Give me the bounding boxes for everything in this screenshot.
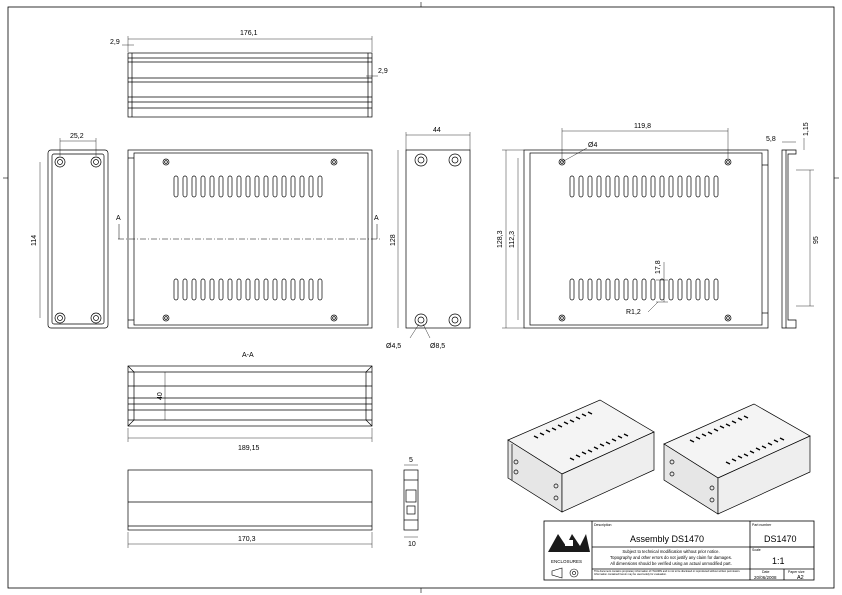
date-value: 20/06/2008: [754, 575, 777, 580]
projection-symbol-icon: [551, 567, 579, 579]
format-label: Paper size: [788, 570, 805, 574]
dim-side-hole-large: Ø8,5: [430, 343, 445, 350]
bottom-view: [127, 469, 373, 548]
dim-profile-height: 95: [813, 236, 820, 244]
dim-bottom-length: 170,3: [238, 536, 256, 543]
part-number-label: Part number: [752, 523, 772, 527]
section-mark-right: A: [374, 215, 379, 222]
dim-section-height: 40: [157, 392, 164, 400]
dim-panel-hole: Ø4: [588, 142, 597, 149]
section-view: [127, 365, 373, 442]
dim-panel-slot-height: 17,8: [655, 260, 662, 274]
isometric-view-open: [507, 399, 655, 513]
dim-profile-thickness: 5,8: [766, 136, 776, 143]
confidential-notice: This document contains proprietary infor…: [594, 570, 741, 576]
logo-text: ENCLOSURES: [551, 559, 582, 564]
section-mark-left: A: [116, 215, 121, 222]
dim-side-width: 44: [433, 127, 441, 134]
side-view: [397, 132, 471, 339]
dim-side-height: 128: [390, 234, 397, 246]
drawing-title: Assembly DS1470: [630, 534, 704, 544]
date-label: Date: [762, 570, 769, 574]
notice-line-2: Topography and other errors do not justi…: [610, 555, 732, 560]
dim-end-height: 114: [31, 235, 38, 246]
clip-view: [403, 464, 419, 538]
dim-clip-top: 5: [409, 457, 413, 464]
dim-panel-height-outer: 128,3: [497, 230, 504, 248]
dim-panel-radius: R1,2: [626, 309, 641, 316]
dim-top-edge-left: 2,9: [110, 39, 120, 46]
dim-clip-bottom: 10: [408, 541, 416, 548]
dim-top-edge-right: 2,9: [378, 68, 388, 75]
notice-line-3: All dimensions should be verified using …: [610, 561, 732, 566]
dim-side-hole-small: Ø4,5: [386, 343, 401, 350]
scale-label: Scale: [752, 548, 761, 552]
profile-view: [781, 138, 814, 329]
format-value: A2: [797, 575, 804, 581]
dim-top-width: 176,1: [240, 30, 258, 37]
end-view: [39, 138, 109, 329]
scale-value: 1:1: [772, 556, 785, 566]
front-view: [118, 149, 382, 329]
company-logo: [548, 534, 590, 552]
top-view: [122, 36, 378, 118]
section-title: A-A: [242, 352, 254, 359]
dim-profile-lip: 1,15: [803, 122, 810, 136]
description-label: Description: [594, 523, 612, 527]
panel-view: [502, 128, 769, 329]
dim-end-width: 25,2: [70, 133, 84, 140]
title-block: [543, 520, 815, 581]
isometric-view-closed: [663, 403, 811, 515]
dim-panel-spacing: 119,8: [634, 123, 651, 130]
notice-line-1: Subject to technical modification withou…: [622, 549, 719, 554]
dim-panel-height-inner: 112,3: [509, 231, 516, 248]
dim-section-length: 189,15: [238, 445, 260, 452]
part-number: DS1470: [764, 534, 797, 544]
